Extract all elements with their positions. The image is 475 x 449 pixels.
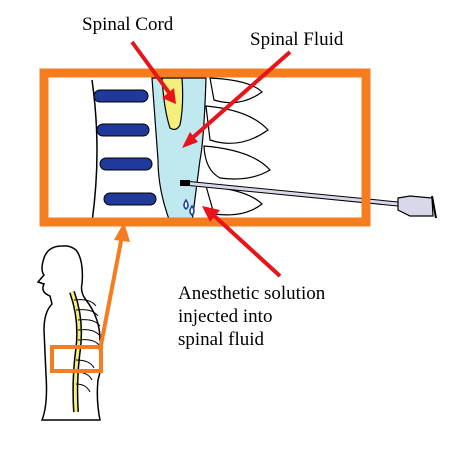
- zoom-connector-head: [114, 222, 130, 242]
- vertebra-disc: [93, 89, 149, 103]
- anesthetic-label-line: Anesthetic solution: [178, 283, 326, 304]
- human-silhouette-icon: [36, 245, 103, 421]
- drops-icon: [183, 198, 195, 216]
- anesthetic-label-line: injected into: [178, 306, 273, 327]
- spinous-process: [209, 77, 263, 104]
- fluid-drop-icon: [183, 198, 189, 210]
- vertebra-disc: [99, 157, 153, 171]
- fluid-drop-icon: [189, 204, 195, 216]
- spinal-cord-arrow-head: [162, 88, 176, 104]
- needle-tip: [180, 180, 190, 186]
- label-arrows: [130, 40, 292, 278]
- zoom-source-box: [50, 345, 103, 373]
- zoom-view: [91, 77, 437, 223]
- anesthetic-label-line: spinal fluid: [178, 329, 265, 350]
- spinal-cord-arrow-line: [130, 40, 172, 96]
- anesthetic-arrow-head: [202, 206, 220, 222]
- rib: [75, 383, 91, 393]
- spinal-fluid-arrow-head: [182, 132, 198, 148]
- spinal-fluid-label: Spinal Fluid: [250, 29, 344, 50]
- figure-outline: [36, 245, 103, 421]
- anesthetic-arrow-line: [208, 210, 282, 278]
- zoom-frame: [39, 68, 371, 227]
- rib: [75, 359, 95, 369]
- vertebra-discs: [93, 89, 157, 206]
- syringe-hub: [397, 195, 434, 217]
- rib: [77, 339, 101, 347]
- spinous-processes: [203, 77, 271, 216]
- figure-spine-cord: [70, 291, 81, 413]
- anesthetic-label: Anesthetic solution injected into spinal…: [178, 282, 325, 351]
- vertebra-disc: [103, 192, 157, 206]
- rib: [73, 299, 97, 307]
- zoom-connector-arrow: [98, 222, 130, 351]
- spinous-process: [205, 105, 269, 144]
- rib: [77, 319, 101, 327]
- spinous-process: [203, 145, 271, 180]
- syringe-end: [431, 195, 437, 219]
- rib: [75, 309, 99, 317]
- rib: [77, 329, 101, 337]
- vertebra-disc: [96, 123, 150, 137]
- spinal-cord-label: Spinal Cord: [82, 14, 174, 35]
- spinal-fluid-arrow-line: [188, 50, 292, 142]
- zoom-connector-line: [98, 235, 124, 351]
